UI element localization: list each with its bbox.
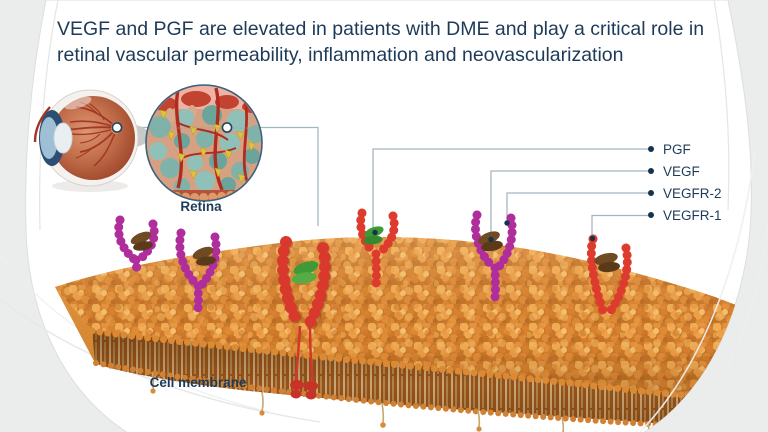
vegf-ligand-brown-3 bbox=[594, 252, 620, 273]
legend-item-vegfr1: VEGFR-1 bbox=[648, 207, 722, 223]
bullet-icon bbox=[648, 168, 654, 174]
retina-label: Retina bbox=[180, 199, 222, 214]
title-line-1: VEGF and PGF are elevated in patients wi… bbox=[57, 18, 705, 40]
vegf-ligand-brown-2 bbox=[192, 246, 216, 266]
cell-membrane-label: Cell membrane bbox=[149, 375, 247, 390]
bullet-icon bbox=[648, 212, 654, 218]
connector-pgf bbox=[372, 148, 650, 230]
connector-vegfr2 bbox=[506, 192, 650, 221]
decor-arc-top-left bbox=[39, 0, 59, 231]
connector-vegfr1 bbox=[591, 214, 650, 236]
legend-item-vegfr2: VEGFR-2 bbox=[648, 185, 722, 201]
cornea-lens bbox=[33, 106, 73, 166]
eye-focus-marker bbox=[111, 122, 123, 133]
vegfr2-receptor-magenta bbox=[470, 210, 517, 302]
vegfr-receptor-magenta-2 bbox=[175, 228, 221, 313]
bullet-icon bbox=[648, 146, 654, 152]
vegfr1-receptor-red bbox=[586, 234, 632, 318]
legend-item-pgf: PGF bbox=[648, 141, 691, 157]
connector-vegf bbox=[490, 170, 650, 237]
eye-cross-section-illustration bbox=[33, 89, 149, 192]
legend-item-vegf: VEGF bbox=[648, 163, 700, 179]
decor-arc-top-right bbox=[713, 0, 730, 211]
legend-label: VEGFR-1 bbox=[663, 207, 722, 223]
vegfr-receptor-red-pgf bbox=[356, 208, 399, 289]
vegfr-receptor-red-large bbox=[276, 236, 332, 400]
retina-focus-marker bbox=[221, 122, 233, 133]
receptor-intracellular-blobs bbox=[290, 380, 318, 400]
page-title: VEGF and PGF are elevated in patients wi… bbox=[57, 16, 704, 68]
legend-label: PGF bbox=[663, 141, 691, 157]
legend-label: VEGF bbox=[663, 163, 700, 179]
legend-label: VEGFR-2 bbox=[663, 185, 722, 201]
bullet-icon bbox=[648, 190, 654, 196]
legend-connector-lines bbox=[372, 148, 650, 237]
pgf-ligand-green-large bbox=[291, 261, 319, 284]
decor-arcs-right bbox=[639, 149, 768, 432]
vegf-ligand-brown-1 bbox=[130, 231, 153, 251]
title-line-2: retinal vascular permeability, inflammat… bbox=[57, 44, 624, 66]
receptors-group bbox=[114, 208, 632, 400]
membrane-tail-tips bbox=[150, 388, 566, 432]
connector-anchor-dots bbox=[372, 220, 596, 243]
